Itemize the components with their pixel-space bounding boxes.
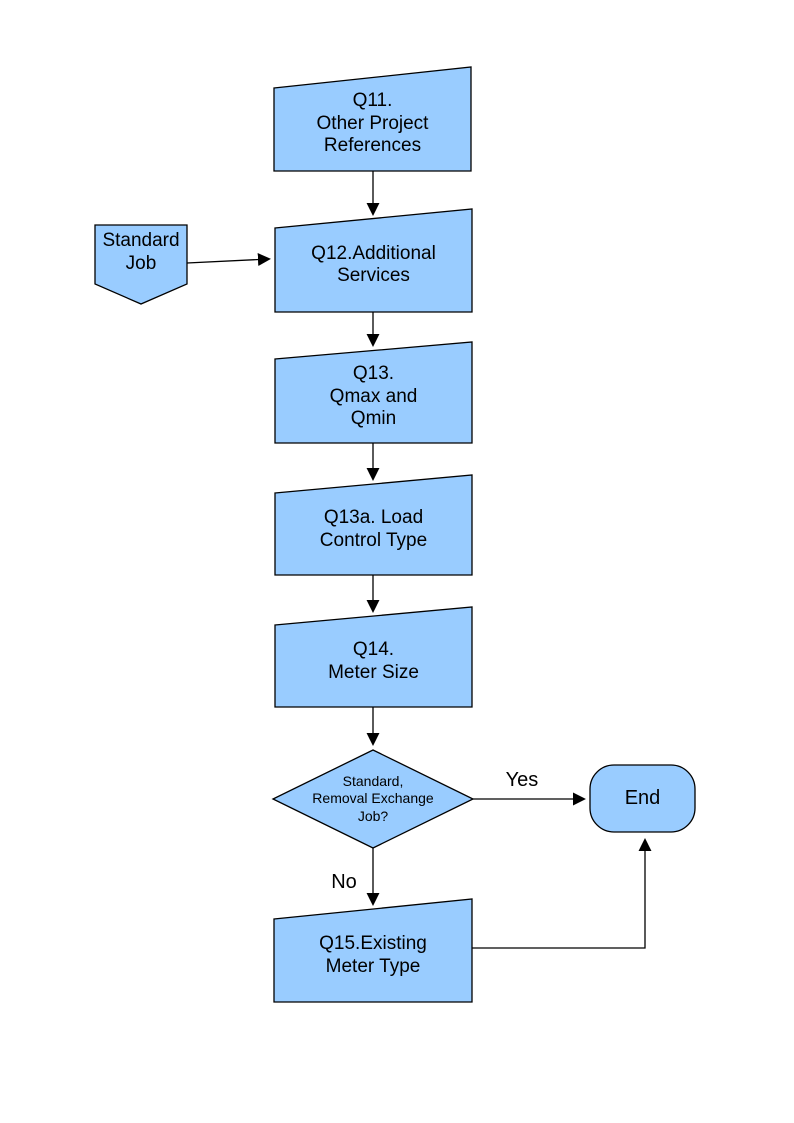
q12-node-shape <box>274 208 473 313</box>
connector-q15-to-end <box>472 838 652 949</box>
q14-node-shape <box>274 606 473 708</box>
connector-standard-job-to-q12 <box>186 253 271 267</box>
q15-node-shape <box>273 898 473 1003</box>
decision-diamond-shape <box>271 749 475 849</box>
end-terminator-shape <box>589 764 696 833</box>
q13a-node-shape <box>274 474 473 576</box>
q11-node-shape <box>273 66 472 172</box>
standard-job-pentagon-shape <box>94 224 188 305</box>
q13-node-shape <box>274 341 473 444</box>
